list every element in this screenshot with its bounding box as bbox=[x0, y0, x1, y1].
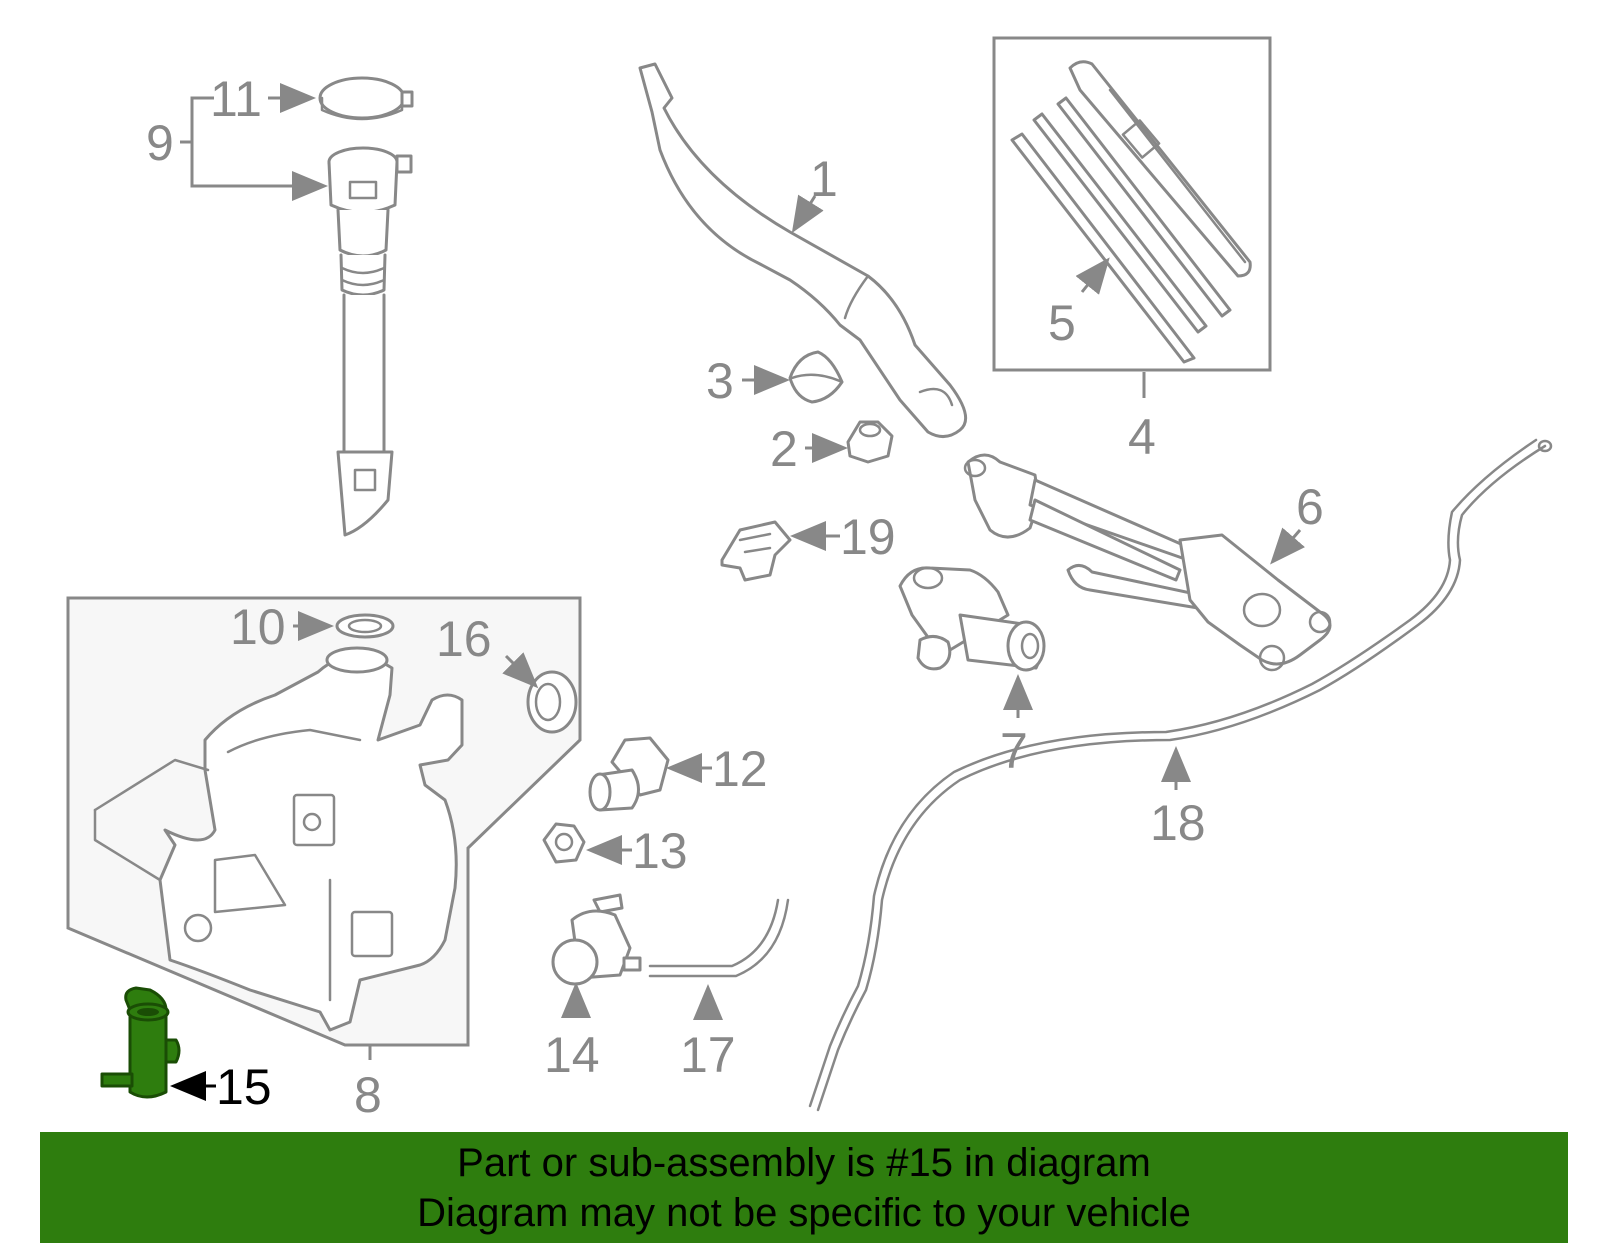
wiper-blade bbox=[1010, 60, 1252, 364]
callout-11: 11 bbox=[210, 71, 262, 127]
blade-box bbox=[992, 36, 1272, 372]
arm-cap bbox=[788, 350, 844, 404]
callout-19: 19 bbox=[840, 509, 896, 565]
level-sensor-nut bbox=[542, 822, 586, 864]
pump-connector bbox=[588, 736, 670, 812]
arm-nut bbox=[846, 420, 894, 464]
callout-16: 16 bbox=[436, 611, 492, 667]
level-sensor bbox=[551, 893, 642, 986]
washer-reservoir bbox=[93, 646, 464, 1032]
callout-8: 8 bbox=[354, 1067, 382, 1123]
filler-gasket bbox=[335, 613, 395, 639]
wiper-motor bbox=[898, 566, 1046, 672]
callout-5: 5 bbox=[1048, 295, 1076, 351]
callout-5-leader bbox=[1075, 257, 1110, 295]
callout-18: 18 bbox=[1150, 795, 1206, 851]
callout-1: 1 bbox=[810, 151, 838, 207]
callout-15: 15 bbox=[216, 1059, 272, 1115]
washer-hose bbox=[808, 438, 1553, 1112]
callout-4: 4 bbox=[1128, 409, 1156, 465]
callout-10: 10 bbox=[230, 599, 286, 655]
callout-14: 14 bbox=[544, 1027, 600, 1083]
pump-grommet bbox=[526, 670, 578, 734]
callout-2: 2 bbox=[770, 421, 798, 477]
callout-12: 12 bbox=[712, 741, 768, 797]
callout-6: 6 bbox=[1296, 479, 1324, 535]
filler-neck bbox=[327, 146, 413, 537]
info-banner: Part or sub-assembly is #15 in diagram D… bbox=[40, 1132, 1568, 1243]
wiper-arm bbox=[638, 62, 968, 438]
callout-9: 9 bbox=[146, 115, 174, 171]
wiper-linkage bbox=[963, 453, 1332, 672]
reservoir-cap bbox=[318, 76, 414, 121]
washer-pump-highlighted[interactable] bbox=[100, 986, 181, 1099]
pump-hose bbox=[648, 898, 790, 978]
callout-1-leader bbox=[791, 194, 824, 234]
callout-16-leader bbox=[502, 652, 539, 689]
banner-line-2: Diagram may not be specific to your vehi… bbox=[417, 1191, 1191, 1235]
wiper-clip bbox=[720, 520, 792, 582]
callout-17: 17 bbox=[680, 1027, 736, 1083]
banner-line-1: Part or sub-assembly is #15 in diagram bbox=[457, 1141, 1151, 1185]
callout-13: 13 bbox=[632, 823, 688, 879]
callout-6-leader bbox=[1270, 527, 1305, 565]
callout-3: 3 bbox=[706, 353, 734, 409]
